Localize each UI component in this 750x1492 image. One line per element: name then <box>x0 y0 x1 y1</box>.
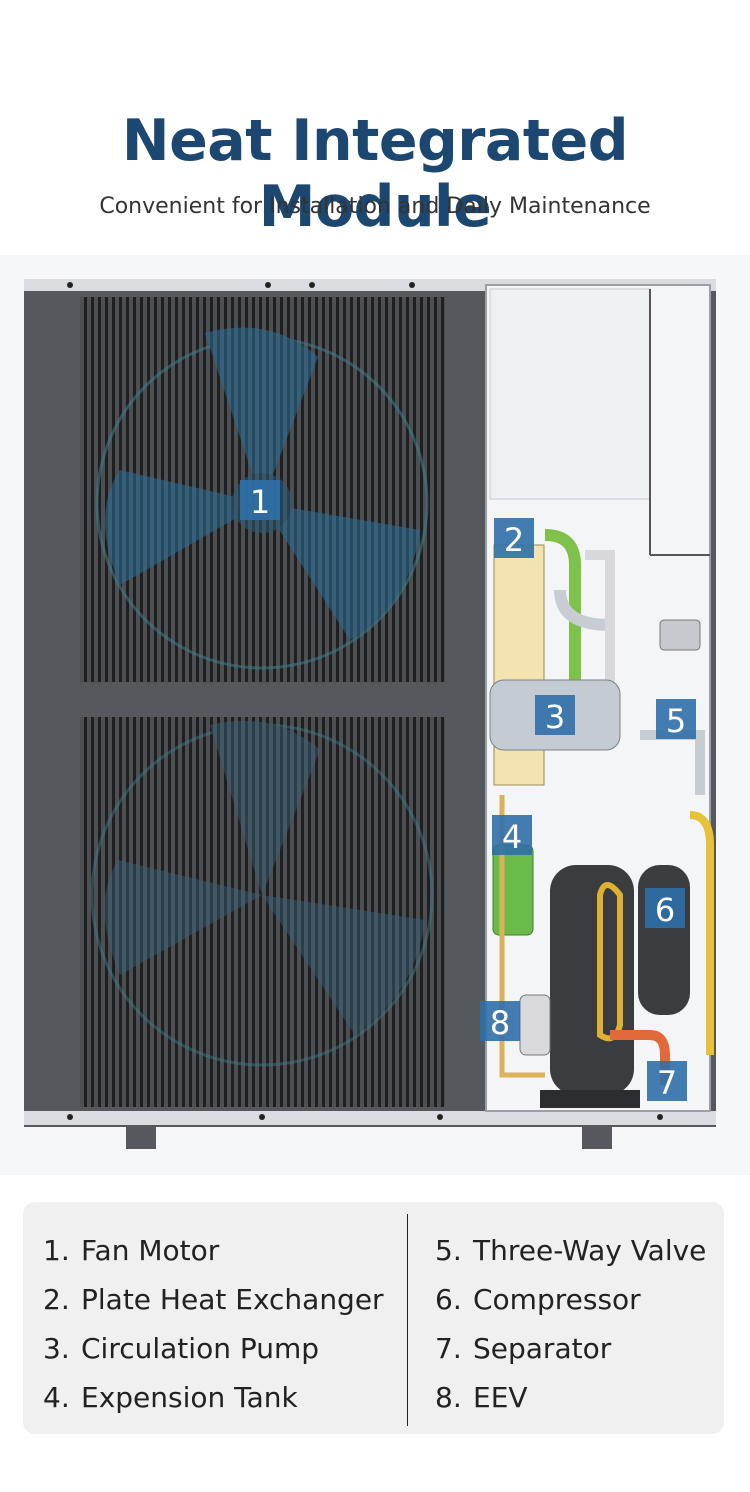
callout-4: 4 <box>492 815 532 856</box>
legend-item: 4.Expension Tank <box>43 1373 384 1422</box>
eev-body <box>520 995 550 1055</box>
callout-7: 7 <box>647 1061 687 1102</box>
legend-item: 5.Three-Way Valve <box>435 1226 706 1275</box>
component-legend: 1.Fan Motor 2.Plate Heat Exchanger 3.Cir… <box>23 1202 724 1434</box>
legend-label: EEV <box>473 1381 528 1414</box>
accumulator <box>638 865 690 1015</box>
legend-label: Circulation Pump <box>81 1332 319 1365</box>
svg-text:4: 4 <box>502 818 522 856</box>
legend-item: 3.Circulation Pump <box>43 1324 384 1373</box>
callout-3: 3 <box>535 695 575 736</box>
svg-text:5: 5 <box>666 702 686 740</box>
svg-text:6: 6 <box>655 891 675 929</box>
legend-number: 6. <box>435 1275 473 1324</box>
page-title: Neat Integrated Module <box>0 108 750 240</box>
heat-pump-illustration: 1 2 3 4 5 6 7 8 <box>0 255 750 1175</box>
legend-label: Compressor <box>473 1283 641 1316</box>
bottom-rail <box>24 1111 716 1125</box>
legend-item: 1.Fan Motor <box>43 1226 384 1275</box>
svg-text:8: 8 <box>490 1004 510 1042</box>
legend-label: Expension Tank <box>81 1381 298 1414</box>
legend-number: 7. <box>435 1324 473 1373</box>
page-subtitle: Convenient for Installation and Daily Ma… <box>0 194 750 219</box>
svg-text:1: 1 <box>250 483 270 521</box>
legend-label: Separator <box>473 1332 611 1365</box>
expansion-tank <box>493 845 533 935</box>
svg-text:3: 3 <box>545 698 565 736</box>
svg-text:2: 2 <box>504 521 524 559</box>
right-foot <box>582 1125 612 1149</box>
legend-item: 7.Separator <box>435 1324 706 1373</box>
legend-number: 1. <box>43 1226 81 1275</box>
legend-item: 2.Plate Heat Exchanger <box>43 1275 384 1324</box>
heat-pump-drawing: 1 2 3 4 5 6 7 8 <box>0 255 750 1175</box>
legend-right-column: 5.Three-Way Valve 6.Compressor 7.Separat… <box>435 1226 706 1422</box>
callout-2: 2 <box>494 518 534 559</box>
legend-divider <box>407 1214 408 1426</box>
legend-label: Plate Heat Exchanger <box>81 1283 384 1316</box>
electric-box <box>490 289 650 499</box>
callout-1: 1 <box>240 480 280 521</box>
legend-item: 6.Compressor <box>435 1275 706 1324</box>
callout-5: 5 <box>656 699 696 740</box>
callout-6: 6 <box>645 888 685 929</box>
compressor-base <box>540 1090 640 1108</box>
callout-8: 8 <box>480 1001 520 1042</box>
legend-number: 3. <box>43 1324 81 1373</box>
legend-number: 5. <box>435 1226 473 1275</box>
legend-label: Fan Motor <box>81 1234 219 1267</box>
legend-number: 2. <box>43 1275 81 1324</box>
legend-number: 4. <box>43 1373 81 1422</box>
legend-number: 8. <box>435 1373 473 1422</box>
svg-text:7: 7 <box>657 1064 677 1102</box>
legend-left-column: 1.Fan Motor 2.Plate Heat Exchanger 3.Cir… <box>43 1226 384 1422</box>
legend-label: Three-Way Valve <box>473 1234 706 1267</box>
left-foot <box>126 1125 156 1149</box>
legend-item: 8.EEV <box>435 1373 706 1422</box>
valve-actuator <box>660 620 700 650</box>
